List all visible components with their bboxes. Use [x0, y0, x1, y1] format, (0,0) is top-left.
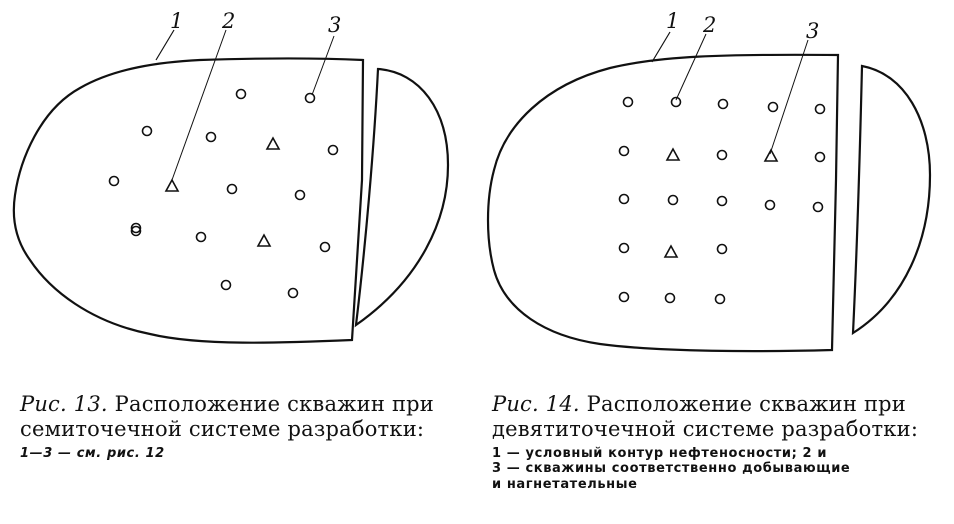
fig13-production-well-4 [327, 144, 339, 156]
fig13-production-well-7 [294, 189, 306, 201]
fig13-production-well-1 [304, 92, 316, 104]
fig13-production-well-13 [130, 222, 142, 234]
boundary-cut-14 [851, 64, 932, 336]
fig14-production-well-17 [716, 243, 728, 255]
figure-13 [12, 29, 450, 344]
fig14-production-well-1 [670, 96, 682, 108]
leader-1-13 [155, 29, 175, 61]
callout-3-13: 3 [328, 13, 341, 37]
fig13-production-well-6 [226, 183, 238, 195]
fig14-production-well-7 [716, 149, 728, 161]
fig14-production-well-12 [716, 195, 728, 207]
fig14-production-well-11 [667, 194, 679, 206]
leader-1-14 [651, 31, 671, 63]
callout-1-14: 1 [666, 9, 679, 33]
fig13-production-well-8 [130, 225, 142, 237]
leader-2-13 [171, 29, 227, 181]
oil-contour-13 [12, 57, 365, 344]
fig13-production-well-10 [319, 241, 331, 253]
leader-3-13 [311, 35, 335, 96]
caption-note-14-line3: и нагнетательные [492, 477, 638, 493]
caption-figure-13: Рис. 13. Расположение скважин при семито… [20, 392, 460, 461]
leader-3-14 [769, 39, 809, 155]
callout-2-13: 2 [221, 9, 235, 33]
fig13-production-well-5 [108, 175, 120, 187]
callout-3-14: 3 [806, 19, 819, 43]
fig14-production-well-20 [714, 293, 726, 305]
fig14-production-well-9 [814, 151, 826, 163]
fig14-production-well-2 [717, 98, 729, 110]
well-layout-diagrams: 1 2 3 1 2 3 [12, 9, 932, 353]
fig14-production-well-3 [767, 101, 779, 113]
fig14-production-well-4 [814, 103, 826, 115]
callout-2-14: 2 [702, 13, 716, 37]
boundary-cut-13 [354, 67, 450, 328]
fig13-injection-well-15 [164, 178, 180, 192]
caption-note-14-line1: 1 — условный контур нефтеносности; 2 и [492, 445, 828, 461]
wells-14 [618, 96, 826, 305]
caption-note-14-line2: 3 — скважины соответственно добывающие [492, 461, 851, 477]
fig14-production-well-19 [664, 292, 676, 304]
fig14-production-well-14 [812, 201, 824, 213]
caption-label-13: Рис. 13. [20, 392, 108, 416]
fig13-production-well-3 [205, 131, 217, 143]
fig14-injection-well-16 [663, 244, 679, 258]
fig14-production-well-10 [618, 193, 630, 205]
fig13-production-well-9 [195, 231, 207, 243]
callout-1-13: 1 [170, 9, 183, 33]
fig14-production-well-13 [764, 199, 776, 211]
oil-contour-14 [486, 53, 840, 353]
caption-text-14: Расположение скважин при девятиточечной … [492, 392, 919, 441]
wells-13 [108, 88, 339, 299]
fig13-production-well-0 [235, 88, 247, 100]
fig13-production-well-2 [141, 125, 153, 137]
fig13-production-well-11 [220, 279, 232, 291]
fig14-injection-well-6 [665, 147, 681, 161]
caption-figure-14: Рис. 14. Расположение скважин при девяти… [492, 392, 932, 493]
fig13-injection-well-14 [265, 136, 281, 150]
caption-note-13: 1—3 — см. рис. 12 [20, 445, 165, 461]
leader-2-14 [675, 33, 707, 101]
caption-text-13: Расположение скважин при семиточечной си… [20, 392, 434, 441]
caption-label-14: Рис. 14. [492, 392, 580, 416]
fig13-injection-well-16 [256, 233, 272, 247]
fig14-production-well-18 [618, 291, 630, 303]
fig14-injection-well-8 [763, 148, 779, 162]
figure-14 [486, 31, 932, 353]
fig14-production-well-0 [622, 96, 634, 108]
fig14-production-well-15 [618, 242, 630, 254]
fig14-production-well-5 [618, 145, 630, 157]
fig13-production-well-12 [287, 287, 299, 299]
